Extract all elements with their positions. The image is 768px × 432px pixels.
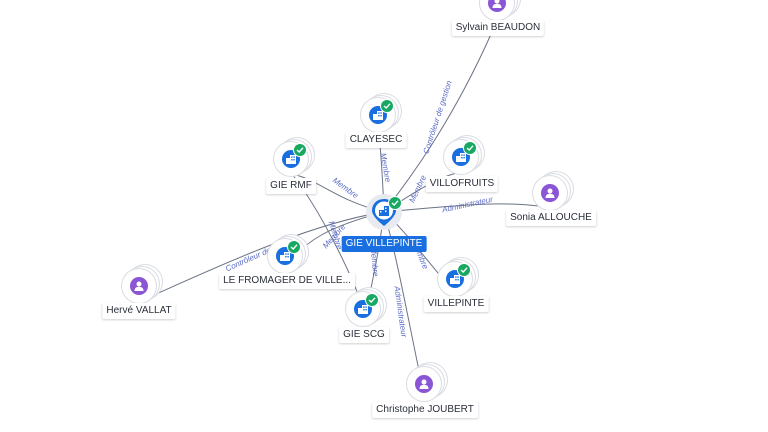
node-sylvain[interactable] — [480, 0, 520, 22]
node-core — [480, 0, 514, 20]
node-gie_rmf[interactable] — [274, 138, 314, 178]
edge-label-clayesec: Membre — [378, 152, 392, 183]
node-clayesec[interactable] — [361, 94, 401, 134]
person-icon — [488, 0, 506, 12]
node-core — [122, 269, 156, 303]
edge-label-christophe: Administrateur — [392, 284, 408, 338]
person-icon — [415, 375, 433, 393]
node-label-fromager[interactable]: LE FROMAGER DE VILLE... — [219, 273, 355, 289]
node-core — [438, 262, 472, 296]
node-label-christophe[interactable]: Christophe JOUBERT — [372, 402, 478, 418]
node-core — [361, 98, 395, 132]
edge-sonia — [383, 203, 552, 213]
node-label-sylvain[interactable]: Sylvain BEAUDON — [451, 20, 545, 36]
verified-check-icon — [380, 99, 394, 113]
person-icon — [541, 184, 559, 202]
node-christophe[interactable] — [407, 363, 447, 403]
verified-check-icon — [365, 293, 379, 307]
node-villofruits[interactable] — [444, 136, 484, 176]
node-label-herve[interactable]: Hervé VALLAT — [102, 303, 176, 319]
verified-check-icon — [388, 196, 402, 210]
edge-label-gie_rmf: Membre — [331, 176, 360, 201]
node-core — [274, 142, 308, 176]
node-label-gie_scg[interactable]: GIE SCG — [339, 327, 389, 343]
node-villepinte[interactable] — [438, 258, 478, 298]
node-core — [268, 239, 302, 273]
verified-check-icon — [457, 263, 471, 277]
node-sonia[interactable] — [533, 172, 573, 212]
node-label-villofruits[interactable]: VILLOFRUITS — [425, 176, 499, 192]
verified-check-icon — [463, 141, 477, 155]
node-core — [346, 292, 380, 326]
verified-check-icon — [293, 143, 307, 157]
center-node-label[interactable]: GIE VILLEPINTE — [341, 236, 427, 252]
node-label-sonia[interactable]: Sonia ALLOUCHE — [506, 210, 596, 226]
node-label-gie_rmf[interactable]: GIE RMF — [266, 178, 316, 194]
edge-label-gie_scg: Membre — [369, 247, 381, 278]
person-icon — [130, 277, 148, 295]
node-herve[interactable] — [122, 265, 162, 305]
node-core — [444, 140, 478, 174]
node-core — [533, 176, 567, 210]
node-core — [407, 367, 441, 401]
edge-herve — [139, 211, 385, 302]
node-gie_scg[interactable] — [346, 288, 386, 328]
node-label-villepinte[interactable]: VILLEPINTE — [423, 296, 489, 312]
node-label-clayesec[interactable]: CLAYESEC — [345, 132, 407, 148]
center-company-node[interactable] — [366, 194, 402, 230]
node-fromager[interactable] — [268, 235, 308, 275]
verified-check-icon — [287, 240, 301, 254]
edge-label-sonia: Administrateur — [440, 195, 494, 215]
